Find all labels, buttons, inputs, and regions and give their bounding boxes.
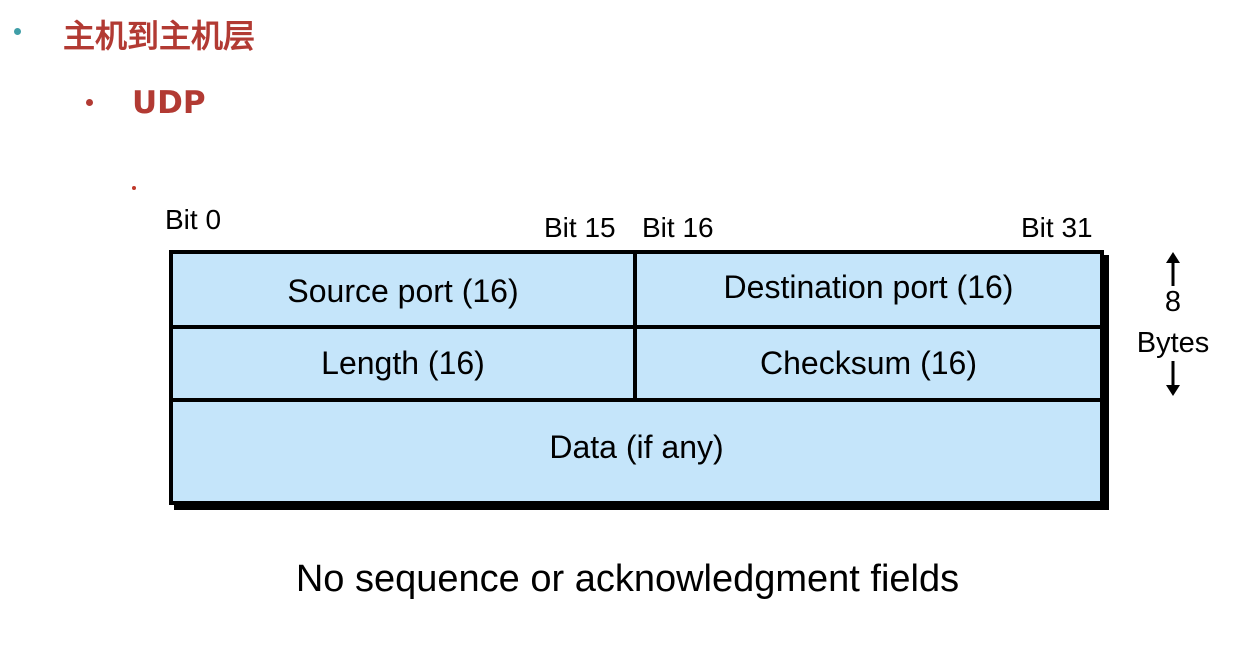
caption: No sequence or acknowledgment fields bbox=[295, 558, 960, 600]
bit-15-label: Bit 15 bbox=[544, 212, 616, 243]
bit-31-label: Bit 31 bbox=[1021, 212, 1093, 243]
section-title: 主机到主机层 bbox=[63, 17, 256, 55]
bit-16-label: Bit 16 bbox=[642, 212, 714, 243]
arrow-down-icon bbox=[1166, 361, 1180, 396]
subsection-title: UDP bbox=[132, 85, 206, 121]
data-label: Data (if any) bbox=[549, 429, 724, 465]
table-row: Source port (16) Destination port (16) bbox=[173, 254, 1100, 329]
length-field: Length (16) bbox=[173, 329, 637, 398]
data-field: Data (if any) bbox=[173, 402, 1100, 501]
size-unit: Bytes bbox=[1136, 327, 1210, 359]
table-row: Length (16) Checksum (16) bbox=[173, 329, 1100, 402]
level1-bullet bbox=[14, 28, 21, 35]
level2-bullet bbox=[86, 99, 93, 106]
destination-port-field: Destination port (16) bbox=[637, 254, 1100, 325]
source-port-label: Source port (16) bbox=[287, 273, 519, 309]
udp-header-table: Source port (16) Destination port (16) L… bbox=[169, 250, 1104, 505]
source-port-field: Source port (16) bbox=[173, 254, 637, 325]
table-row: Data (if any) bbox=[173, 402, 1100, 501]
length-label: Length (16) bbox=[321, 345, 485, 381]
level3-bullet bbox=[132, 186, 136, 190]
arrow-up-icon bbox=[1166, 252, 1180, 286]
checksum-label: Checksum (16) bbox=[760, 345, 977, 381]
size-value: 8 bbox=[1164, 286, 1182, 318]
destination-port-label: Destination port (16) bbox=[723, 269, 1014, 305]
bit-0-label: Bit 0 bbox=[165, 204, 222, 235]
checksum-field: Checksum (16) bbox=[637, 329, 1100, 398]
